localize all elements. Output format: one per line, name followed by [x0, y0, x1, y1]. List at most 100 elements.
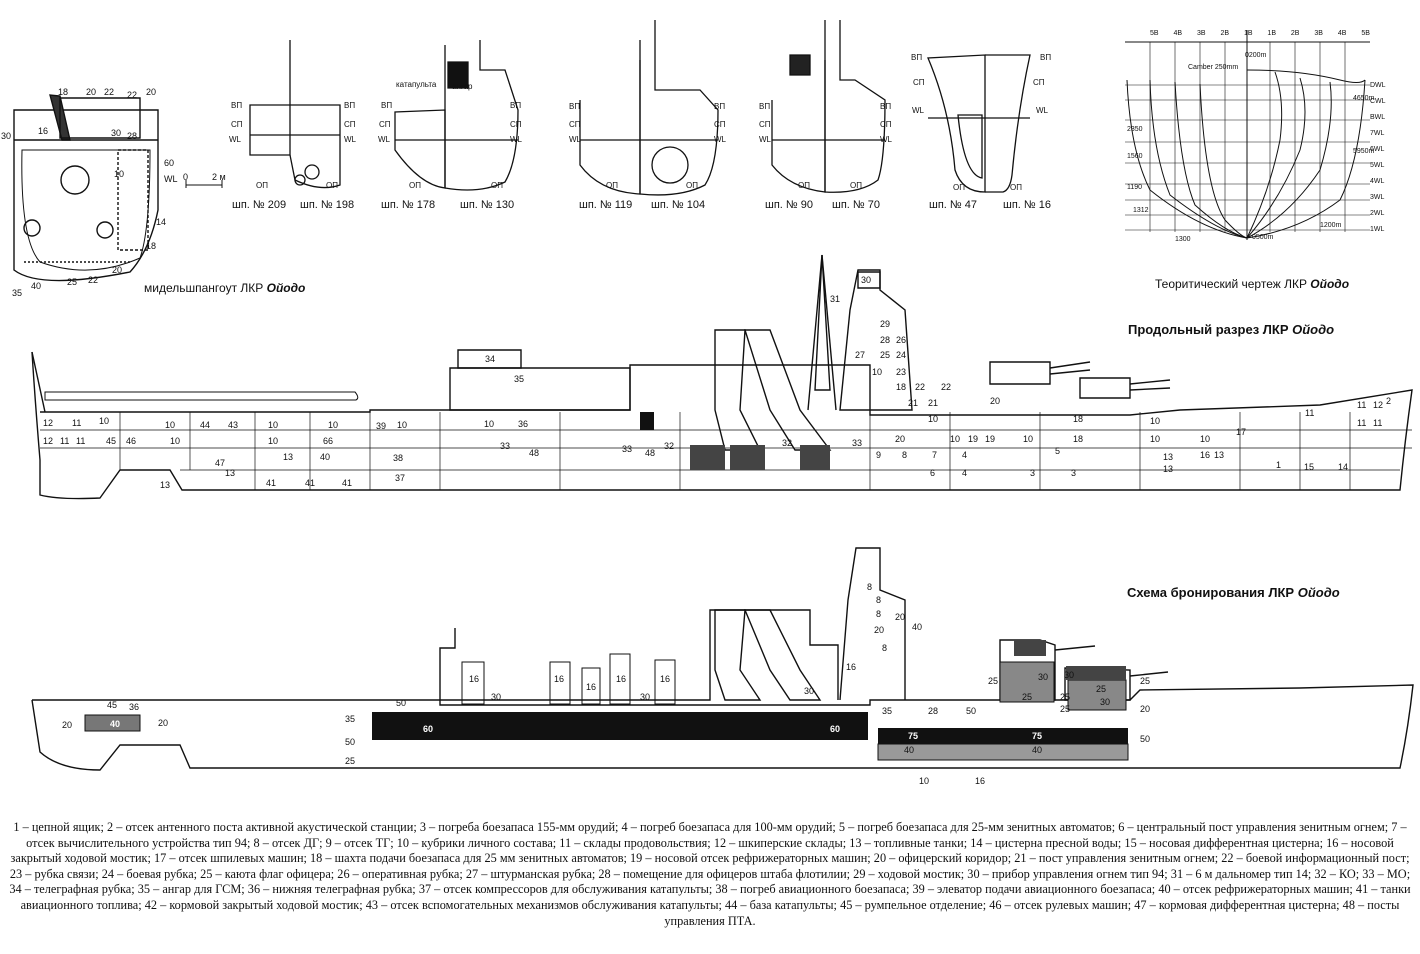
legend-item: 34 – телеграфная рубка;: [9, 882, 135, 897]
dim-4650m: 4650m: [1353, 95, 1375, 102]
top-scale-mark: 4B: [1337, 30, 1347, 37]
legend-item: 27 – штурманская рубка;: [465, 866, 596, 881]
dim-camber: Camber 250mm: [1188, 64, 1239, 71]
svg-text:25: 25: [988, 676, 998, 686]
mark-sp-130: СП: [510, 120, 522, 129]
svg-text:46: 46: [126, 436, 136, 446]
svg-text:36: 36: [518, 419, 528, 429]
dim-1312: 1312: [1133, 207, 1149, 214]
mark-op-198: ОП: [326, 181, 338, 190]
svg-text:20: 20: [1140, 704, 1150, 714]
svg-text:21: 21: [908, 398, 918, 408]
mark-vp-198: ВП: [344, 101, 356, 110]
svg-text:10: 10: [114, 169, 124, 179]
svg-text:75: 75: [1032, 731, 1042, 741]
legend-item: 29 – ходовой мостик;: [853, 866, 965, 881]
armor-title: Схема бронирования ЛКР Ойодо: [1127, 585, 1340, 600]
top-scale-mark: 5B: [1150, 30, 1159, 37]
mark-catapult: катапульта: [396, 80, 437, 89]
svg-text:60: 60: [423, 724, 433, 734]
svg-text:18: 18: [58, 87, 68, 97]
legend-item: 8 – отсек ДГ;: [253, 835, 323, 850]
legend-item: 28 – помещение для офицеров штаба флотил…: [598, 866, 851, 881]
mark-sp-178: СП: [379, 120, 391, 129]
mark-vp-16: ВП: [1040, 53, 1052, 62]
mark-op-178: ОП: [409, 181, 421, 190]
legend-item: 13 – топливные танки;: [849, 835, 968, 850]
legend-item: 18 – шахта подачи боезапаса для 25 мм зе…: [310, 851, 627, 866]
frame-label-90: шп. № 90: [765, 199, 813, 211]
svg-text:1: 1: [1276, 460, 1281, 470]
frame-label-16: шп. № 16: [1003, 199, 1051, 211]
svg-text:22: 22: [127, 90, 137, 100]
svg-text:29: 29: [880, 319, 890, 329]
mark-wl-119: WL: [569, 135, 581, 144]
svg-text:30: 30: [111, 128, 121, 138]
svg-text:20: 20: [990, 396, 1000, 406]
mark-op-90: ОП: [798, 181, 810, 190]
frame-label-104: шп. № 104: [651, 199, 706, 211]
svg-text:18: 18: [1073, 434, 1083, 444]
svg-text:12: 12: [43, 418, 53, 428]
svg-text:16: 16: [1200, 450, 1210, 460]
svg-text:25: 25: [1060, 704, 1070, 714]
legend-item: 42 – кормовой закрытый ходовой мостик;: [144, 897, 363, 912]
mark-wl-90: WL: [759, 135, 771, 144]
mark-wl-130: WL: [510, 135, 522, 144]
legend-item: 15 – носовая дифферентная цистерна;: [1124, 835, 1324, 850]
mark-op-47: ОП: [953, 183, 965, 192]
svg-text:5: 5: [1055, 446, 1060, 456]
svg-text:9: 9: [876, 450, 881, 460]
top-scale-mark: 1B: [1243, 30, 1253, 37]
mark-op-104: ОП: [686, 181, 698, 190]
legend-item: 3 – погреба боезапаса 155-мм орудий;: [419, 820, 619, 834]
legend-item: 32 – КО;: [1314, 866, 1360, 881]
svg-text:43: 43: [228, 420, 238, 430]
svg-text:16: 16: [660, 674, 670, 684]
svg-text:20: 20: [158, 718, 168, 728]
mark-vp-178: ВП: [381, 101, 393, 110]
mark-sp-70: СП: [880, 120, 892, 129]
svg-text:11: 11: [76, 436, 85, 446]
mark-op-16: ОП: [1010, 183, 1022, 192]
svg-text:10: 10: [165, 420, 175, 430]
waterline-label: 4WL: [1370, 178, 1385, 185]
svg-text:27: 27: [855, 350, 865, 360]
svg-text:20: 20: [146, 87, 156, 97]
waterline-label: 7WL: [1370, 130, 1385, 137]
svg-text:20: 20: [895, 612, 905, 622]
legend-item: 6 – центральный пост управления зенитным…: [1118, 820, 1389, 834]
svg-text:30: 30: [861, 275, 871, 285]
legend-item: 16 – носовой закрытый ходовой мостик;: [10, 835, 1394, 866]
svg-text:48: 48: [529, 448, 539, 458]
dim-0200m: 0200m: [1245, 52, 1267, 59]
dim-1200m: 1200m: [1320, 222, 1342, 229]
legend-item: 19 – носовой отсек рефрижераторных машин…: [630, 851, 871, 866]
legend-item: 30 – прибор управления огнем тип 94;: [967, 866, 1168, 881]
top-scale-mark: 1B: [1267, 30, 1276, 37]
svg-text:50: 50: [966, 706, 976, 716]
legend-item: 31 – 6 м дальномер тип 14;: [1170, 866, 1312, 881]
svg-text:17: 17: [1236, 427, 1246, 437]
svg-text:20: 20: [62, 720, 72, 730]
svg-text:18: 18: [1073, 414, 1083, 424]
waterline-label: BWL: [1370, 114, 1386, 121]
svg-text:16: 16: [586, 682, 596, 692]
legend-item: 1 – цепной ящик;: [13, 820, 104, 834]
svg-text:13: 13: [1214, 450, 1224, 460]
legend-item: 44 – база катапульты;: [725, 897, 837, 912]
svg-text:10: 10: [268, 436, 278, 446]
svg-text:40: 40: [320, 452, 330, 462]
midship-caption: мидельшпангоут ЛКР Ойодо: [144, 281, 306, 295]
mark-hangar: ангар: [452, 82, 473, 91]
frame-label-198: шп. № 198: [300, 199, 355, 211]
svg-text:30: 30: [804, 686, 814, 696]
svg-text:11: 11: [1305, 408, 1314, 418]
legend-item: 7 – отсек вычислительного устройства тип…: [26, 820, 1407, 850]
svg-text:31: 31: [830, 294, 840, 304]
mark-wl-70: WL: [880, 135, 892, 144]
svg-text:40: 40: [912, 622, 922, 632]
top-scale-mark: 3B: [1314, 30, 1323, 37]
svg-text:12: 12: [43, 436, 53, 446]
